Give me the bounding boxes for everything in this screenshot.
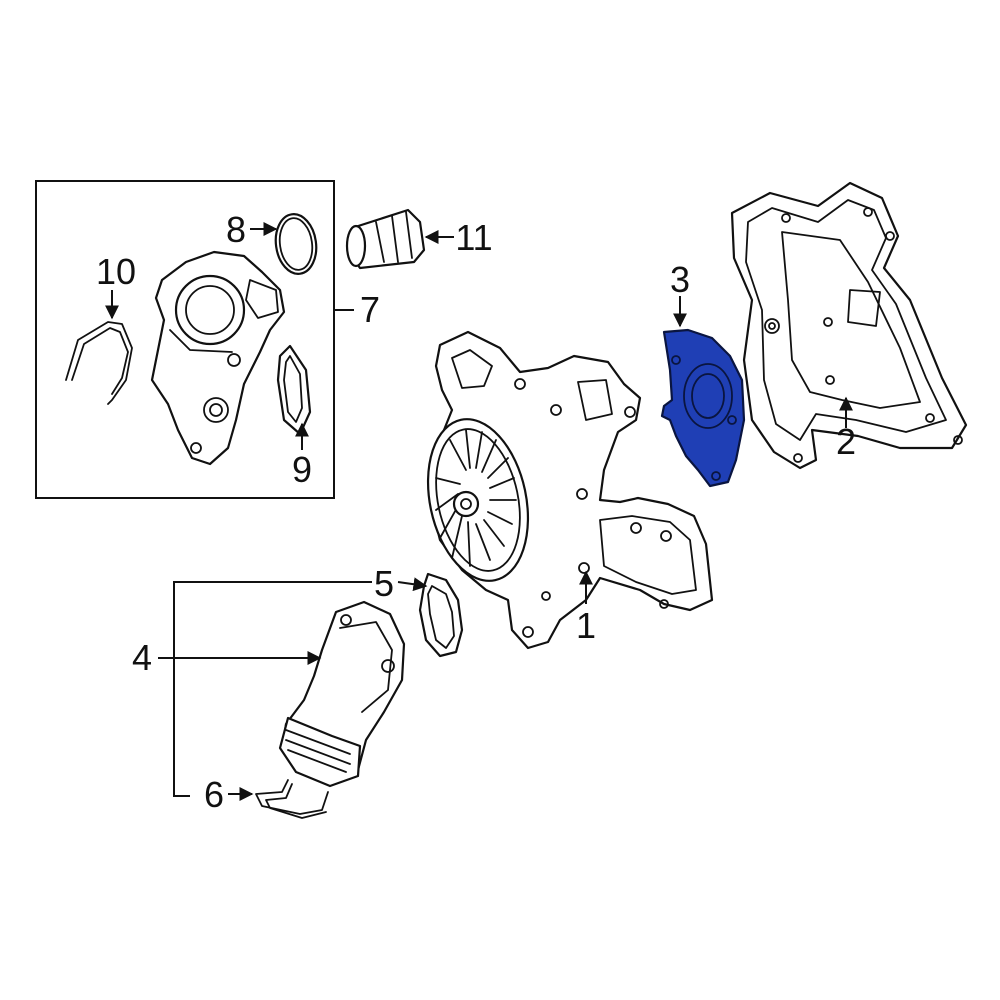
water-pump-part-1[interactable] [414, 330, 714, 650]
callout-9: 9 [292, 449, 312, 490]
callout-4: 4 [132, 637, 152, 678]
coolant-pipe-part-4[interactable] [278, 600, 406, 788]
callout-1: 1 [576, 605, 596, 646]
cover-part-3-highlighted[interactable] [660, 328, 746, 488]
callout-6: 6 [204, 774, 224, 815]
callout-7: 7 [360, 289, 380, 330]
clip-part-10[interactable] [65, 321, 133, 405]
gasket-part-5[interactable] [418, 572, 464, 658]
callouts: 1 2 3 4 5 6 7 8 9 10 11 [96, 209, 856, 815]
thermostat-housing-part-7[interactable] [150, 250, 286, 466]
callout-8: 8 [226, 209, 246, 250]
leader-5 [397, 577, 428, 592]
leader-lines [105, 222, 853, 801]
callout-11: 11 [455, 217, 492, 258]
spring-clip-part-6[interactable] [255, 779, 329, 819]
callout-10: 10 [96, 251, 136, 292]
bracket-4-5-6 [173, 581, 372, 797]
connector-part-11[interactable] [345, 208, 426, 270]
o-ring-part-8[interactable] [272, 212, 320, 277]
callout-3: 3 [670, 259, 690, 300]
thermostat-group-box [35, 180, 335, 499]
callout-2: 2 [836, 421, 856, 462]
callout-5: 5 [374, 563, 394, 604]
seal-part-9[interactable] [276, 344, 312, 436]
gasket-part-2[interactable] [730, 181, 968, 470]
